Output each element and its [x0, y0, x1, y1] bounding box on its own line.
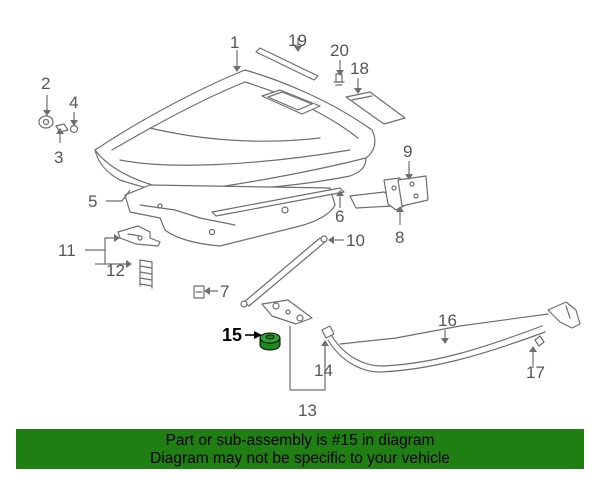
callout-7: 7 — [220, 282, 229, 301]
leader-lines — [46, 38, 534, 391]
callout-3: 3 — [54, 148, 63, 167]
callout-2: 2 — [41, 74, 50, 93]
hood-hinge — [349, 175, 429, 211]
callout-1: 1 — [230, 33, 239, 52]
molding-clip — [333, 73, 345, 86]
hood-bumper-nut — [55, 123, 69, 133]
callout-16: 16 — [438, 311, 457, 330]
hood-support-rod — [240, 235, 328, 308]
callout-4: 4 — [69, 93, 78, 112]
prop-rod-bolt — [193, 285, 205, 299]
arrowheads — [43, 46, 537, 352]
callout-6: 6 — [335, 207, 344, 226]
callout-17: 17 — [526, 363, 545, 382]
hood-bumper-clip — [69, 124, 79, 134]
callout-10: 10 — [346, 231, 365, 250]
callout-8: 8 — [395, 228, 404, 247]
lock-pin — [321, 325, 335, 339]
hood-molding — [255, 47, 319, 81]
hood-weatherstrip — [211, 187, 345, 217]
callout-18: 18 — [350, 59, 369, 78]
callout-20: 20 — [330, 41, 349, 60]
hood-panel — [94, 69, 376, 194]
callout-9: 9 — [403, 142, 412, 161]
callout-13: 13 — [298, 401, 317, 420]
callout-19: 19 — [288, 31, 307, 50]
hood-release-cable — [327, 301, 581, 373]
latch-spring — [139, 259, 153, 289]
part-15-highlighted — [259, 332, 281, 351]
banner-line-1: Part or sub-assembly is #15 in diagram — [165, 432, 435, 449]
callout-5: 5 — [88, 192, 97, 211]
callout-12: 12 — [106, 261, 125, 280]
callout-14: 14 — [314, 361, 333, 380]
banner-line-2: Diagram may not be specific to your vehi… — [150, 450, 450, 467]
hood-bumper — [38, 115, 54, 129]
callout-15: 15 — [222, 325, 242, 345]
hood-latch-bracket — [117, 225, 161, 247]
scoop-insert — [345, 91, 406, 125]
hood-inner-frame — [124, 184, 336, 247]
hood-lock-assembly — [261, 299, 313, 325]
callout-11: 11 — [58, 241, 76, 260]
arrowhead-15 — [254, 331, 262, 339]
info-banner: Part or sub-assembly is #15 in diagram D… — [16, 429, 584, 469]
